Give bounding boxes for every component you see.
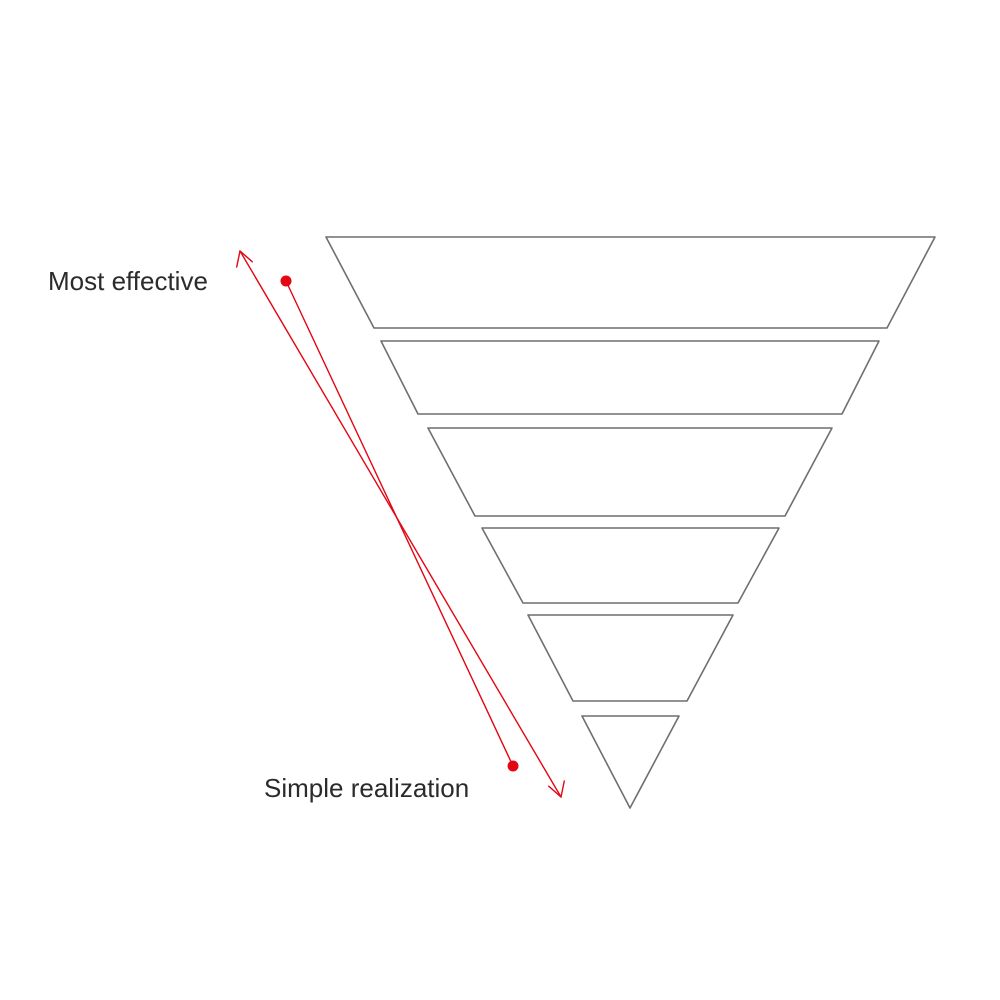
- pyramid-tier-4: [481, 527, 780, 604]
- effectiveness-scale: [235, 250, 565, 798]
- arrowhead-down-icon: [548, 780, 565, 798]
- label-simple-realization: Simple realization: [264, 773, 469, 803]
- pyramid-tier-2: [380, 340, 880, 415]
- scale-dot-line: [285, 280, 514, 767]
- pyramid-tier-6: [581, 715, 680, 809]
- inverted-pyramid: [325, 236, 936, 809]
- pyramid-tier-5: [527, 614, 734, 702]
- pyramid-tier-3: [427, 427, 833, 517]
- dot-marker-top: [280, 275, 292, 287]
- dot-marker-bottom: [507, 760, 519, 772]
- label-most-effective: Most effective: [48, 266, 208, 296]
- arrowhead-up-icon: [235, 250, 254, 268]
- pyramid-tier-1: [325, 236, 936, 329]
